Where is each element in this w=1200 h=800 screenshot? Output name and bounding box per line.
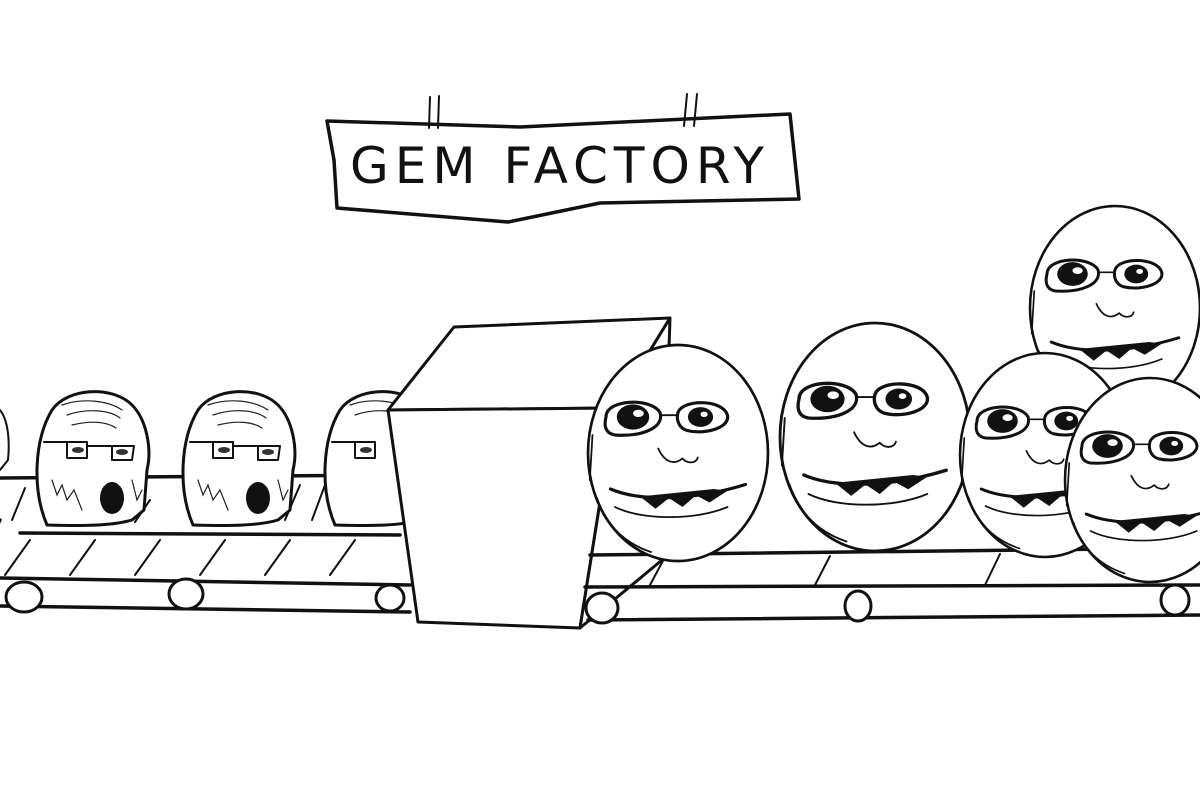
- sign-hanger-right: [683, 93, 698, 127]
- output-conveyor-slats: [649, 553, 1001, 586]
- gem-head: [586, 343, 770, 563]
- input-roller: [374, 583, 406, 613]
- output-conveyor: [583, 546, 1200, 625]
- wojak-head: [35, 390, 151, 527]
- sign-title: GEM FACTORY: [350, 137, 770, 195]
- wojak-head-partial: [0, 409, 10, 471]
- output-roller: [1159, 583, 1191, 617]
- input-roller: [4, 580, 44, 614]
- wojak-head: [181, 390, 297, 527]
- gem-head: [778, 321, 972, 553]
- sign-board: [325, 112, 801, 224]
- output-roller: [584, 591, 620, 625]
- output-roller: [843, 589, 873, 623]
- factory-sign: GEM FACTORY: [325, 93, 801, 224]
- machine-front: [386, 406, 617, 630]
- input-roller: [167, 577, 205, 611]
